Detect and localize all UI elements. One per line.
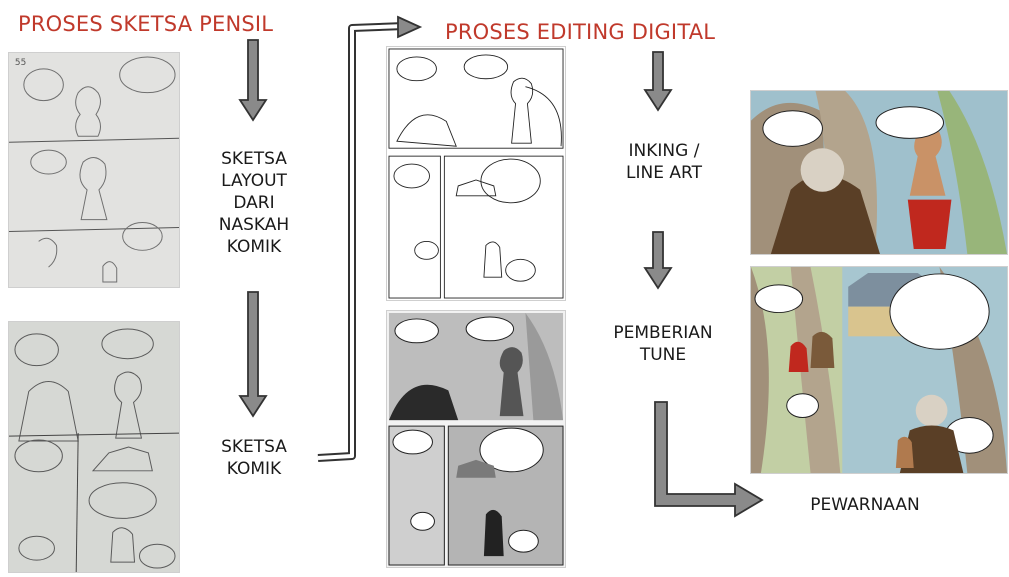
- arrow-down-1: [238, 39, 268, 122]
- svg-text:55: 55: [15, 58, 26, 68]
- pencil-layout-sketch-image: 55: [8, 52, 180, 288]
- stage-label-coloring: PEWARNAAN: [810, 495, 920, 515]
- colored-page-bottom-image: [750, 266, 1008, 474]
- arrow-down-4: [643, 231, 673, 290]
- arrow-right-1: [397, 15, 423, 39]
- pencil-comic-sketch-image: [8, 321, 180, 573]
- stage-label-layout-sketch: SKETSA LAYOUT DARI NASKAH KOMIK: [218, 149, 290, 257]
- stage-label-inking: INKING / LINE ART: [626, 141, 702, 183]
- arrow-down-2: [238, 291, 268, 418]
- arrow-down-3: [643, 51, 673, 112]
- heading-pencil-process: PROSES SKETSA PENSIL: [18, 12, 274, 36]
- arrow-elbow: [654, 401, 764, 518]
- heading-digital-process: PROSES EDITING DIGITAL: [445, 20, 716, 44]
- toned-pages-image: [386, 310, 566, 568]
- stage-label-tune: PEMBERIAN TUNE: [613, 323, 713, 365]
- inked-line-art-image: [386, 46, 566, 301]
- stage-label-comic-sketch: SKETSA KOMIK: [221, 437, 287, 479]
- colored-page-top-image: [750, 90, 1008, 255]
